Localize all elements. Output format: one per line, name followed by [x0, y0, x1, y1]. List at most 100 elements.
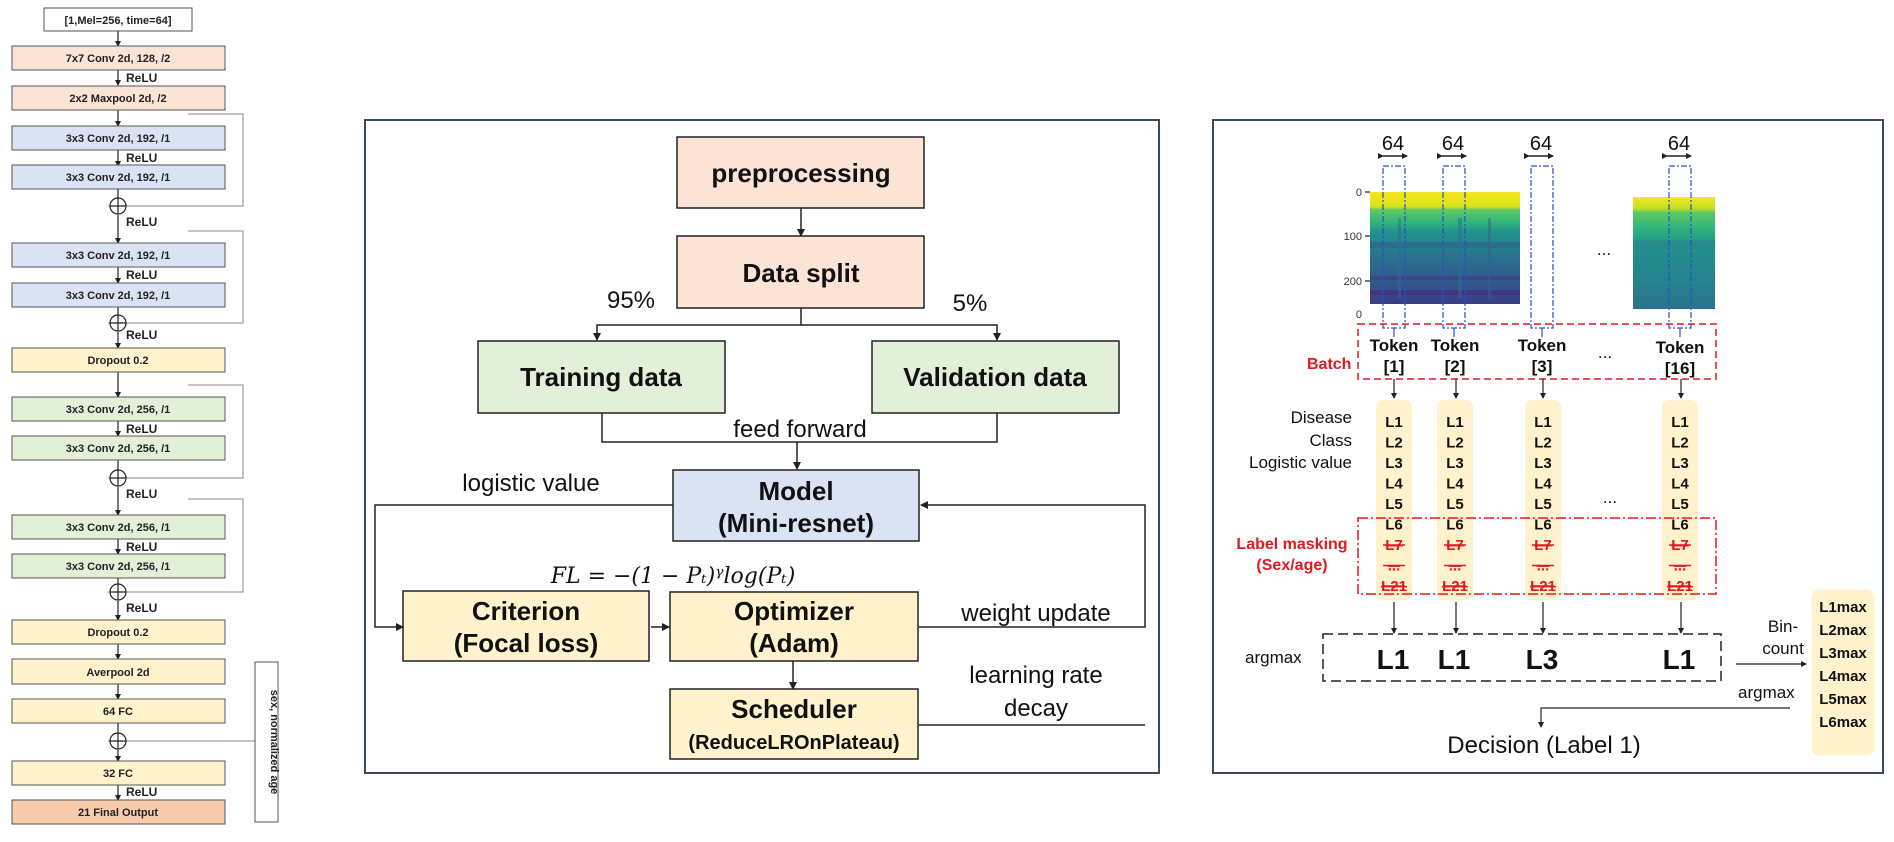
- conv192-layer: 3x3 Conv 2d, 192, /1: [66, 172, 171, 184]
- svg-text:64: 64: [1442, 133, 1464, 155]
- scheduler-box-subtitle: (ReduceLROnPlateau): [688, 732, 899, 754]
- output-layer: 21 Final Output: [78, 807, 158, 819]
- y-tick: 0: [1356, 187, 1362, 199]
- class-label-line: Class: [1309, 431, 1352, 450]
- class-logit: L3: [1446, 455, 1464, 472]
- logistic-value-label: logistic value: [462, 470, 599, 497]
- side-input-label: sex, normalized age: [268, 690, 280, 795]
- focal-loss-equation: FL = −(1 − Pₜ)ᵞlog(Pₜ): [550, 564, 796, 589]
- max-item: L4max: [1819, 668, 1867, 685]
- max-item: L2max: [1819, 622, 1867, 639]
- relu-label: ReLU: [126, 328, 157, 342]
- conv192-layer: 3x3 Conv 2d, 192, /1: [66, 133, 171, 145]
- conv1-layer: 7x7 Conv 2d, 128, /2: [66, 53, 171, 65]
- max-item: L1max: [1819, 599, 1867, 616]
- decision-label: Decision (Label 1): [1447, 732, 1640, 759]
- inference-panel: 0 100 200 0 ... 64 64 64 6: [1212, 119, 1884, 774]
- class-logit: L3: [1385, 455, 1403, 472]
- training-flow-panel: preprocessing Data split 95% 5% Training…: [364, 119, 1160, 774]
- token-result: L1: [1438, 644, 1471, 675]
- logit-column-bg: [1662, 400, 1698, 600]
- conv256-layer: 3x3 Conv 2d, 256, /1: [66, 561, 171, 573]
- maxpool-layer: 2x2 Maxpool 2d, /2: [69, 93, 166, 105]
- fc64-layer: 64 FC: [103, 706, 133, 718]
- argmax-label: argmax: [1245, 648, 1302, 667]
- class-logit: L6: [1671, 517, 1689, 534]
- ellipsis: ...: [1603, 488, 1617, 507]
- data-split-box: Data split: [742, 258, 859, 288]
- fc32-layer: 32 FC: [103, 768, 133, 780]
- validation-data-box: Validation data: [903, 362, 1087, 392]
- relu-label: ReLU: [126, 487, 157, 501]
- token-label: Token: [1370, 336, 1419, 355]
- token-label: Token: [1431, 336, 1480, 355]
- criterion-box-title: Criterion: [472, 596, 580, 626]
- y-tick: 0: [1356, 309, 1362, 321]
- class-label-line: Disease: [1291, 408, 1352, 427]
- model-box-subtitle: (Mini-resnet): [718, 508, 874, 538]
- add-node: [109, 197, 127, 215]
- class-logit: L5: [1446, 496, 1464, 513]
- class-logit: L1: [1385, 414, 1403, 431]
- scheduler-box-title: Scheduler: [731, 694, 857, 724]
- y-tick: 200: [1344, 276, 1362, 288]
- ellipsis: ...: [1598, 343, 1612, 362]
- token-window: 64: [1662, 133, 1692, 337]
- batch-label: Batch: [1307, 356, 1351, 373]
- model-box-title: Model: [758, 476, 833, 506]
- class-logit: L2: [1446, 435, 1464, 452]
- bincount-label: count: [1762, 639, 1804, 658]
- architecture-panel: [1,Mel=256, time=64] 7x7 Conv 2d, 128, /…: [11, 7, 280, 825]
- token-window: 64: [1378, 133, 1408, 337]
- conv192-layer: 3x3 Conv 2d, 192, /1: [66, 290, 171, 302]
- relu-label: ReLU: [126, 785, 157, 799]
- class-logit: L5: [1671, 496, 1689, 513]
- class-logit: L3: [1671, 455, 1689, 472]
- class-logit: L6: [1534, 517, 1552, 534]
- logit-columns: L1L2L3L4L5L6L7...L21L1L2L3L4L5L6L7...L21…: [1376, 400, 1698, 600]
- dropout-layer: Dropout 0.2: [87, 355, 148, 367]
- argmax-label: argmax: [1738, 683, 1795, 702]
- class-logit: L4: [1671, 476, 1689, 493]
- class-logit: L4: [1534, 476, 1552, 493]
- add-node: [109, 469, 127, 487]
- class-logit: L4: [1385, 476, 1403, 493]
- bincount-label: Bin-: [1768, 617, 1798, 636]
- max-item: L3max: [1819, 645, 1867, 662]
- input-shape: [1,Mel=256, time=64]: [64, 15, 171, 27]
- class-logit: L1: [1534, 414, 1552, 431]
- class-logit: L5: [1534, 496, 1552, 513]
- class-logit: L1: [1446, 414, 1464, 431]
- add-node: [109, 583, 127, 601]
- criterion-box-subtitle: (Focal loss): [454, 628, 598, 658]
- class-logit: L2: [1385, 435, 1403, 452]
- y-tick: 100: [1344, 231, 1362, 243]
- token-label: Token: [1656, 338, 1705, 357]
- conv256-layer: 3x3 Conv 2d, 256, /1: [66, 443, 171, 455]
- token-window: 64: [1524, 133, 1554, 337]
- dropout-layer: Dropout 0.2: [87, 627, 148, 639]
- logit-column-bg: [1376, 400, 1412, 600]
- max-item: L6max: [1819, 714, 1867, 731]
- class-logit: L6: [1446, 517, 1464, 534]
- relu-label: ReLU: [126, 151, 157, 165]
- relu-label: ReLU: [126, 540, 157, 554]
- token-window: 64: [1437, 133, 1467, 337]
- val-percent: 5%: [953, 290, 988, 317]
- class-logit: L3: [1534, 455, 1552, 472]
- averpool-layer: Averpool 2d: [86, 667, 149, 679]
- class-label-line: Logistic value: [1249, 453, 1352, 472]
- learning-rate-label: learning rate: [969, 662, 1102, 689]
- class-logit: L5: [1385, 496, 1403, 513]
- relu-label: ReLU: [126, 71, 157, 85]
- relu-label: ReLU: [126, 268, 157, 282]
- class-logit: L2: [1671, 435, 1689, 452]
- relu-label: ReLU: [126, 215, 157, 229]
- weight-update-label: weight update: [960, 600, 1110, 627]
- spectrogram-image: [1370, 192, 1520, 304]
- token-result: L3: [1526, 644, 1559, 675]
